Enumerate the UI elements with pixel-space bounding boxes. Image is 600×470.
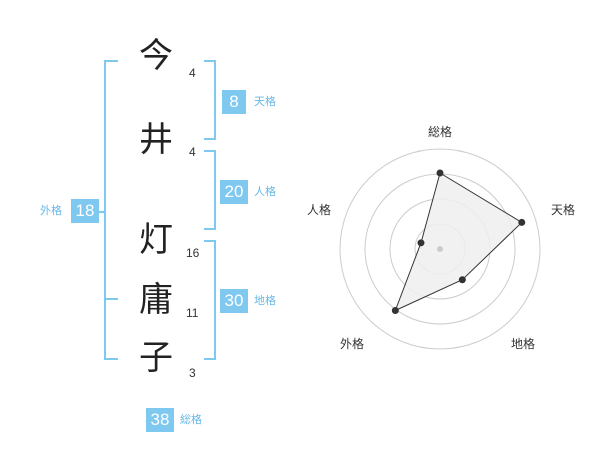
chikaku-label: 地格 (254, 294, 276, 307)
radar-axis-label-tenkaku: 天格 (551, 203, 576, 217)
stroke-count-4: 11 (186, 306, 199, 320)
stroke-count-5: 3 (189, 366, 196, 380)
radar-polygon (394, 172, 523, 312)
gaikaku-label: 外格 (40, 204, 62, 217)
radar-point-3 (458, 276, 466, 284)
radar-axis-label-chikaku: 地格 (511, 337, 536, 351)
stroke-count-1: 4 (189, 66, 196, 80)
radar-center-dot (437, 246, 443, 252)
tenkaku-bracket (204, 60, 216, 140)
gaikaku-bracket-tick (104, 298, 118, 300)
name-char-3: 灯 (139, 220, 173, 260)
jinkaku-bracket (204, 150, 216, 230)
stroke-count-3: 16 (186, 246, 200, 260)
soukaku-value: 38 (146, 408, 174, 432)
name-char-2: 井 (139, 120, 173, 160)
radar-axis-label-gaikaku: 外格 (340, 337, 365, 351)
radar-point-4 (391, 306, 399, 314)
gaikaku-value: 18 (71, 199, 99, 223)
name-char-5: 子 (139, 338, 173, 378)
soukaku-label: 総格 (180, 413, 202, 426)
stroke-count-2: 4 (189, 145, 196, 159)
radar-axis-label-jinkaku: 人格 (307, 203, 332, 217)
radar-axis-label-soukaku: 総格 (428, 125, 453, 139)
jinkaku-value: 20 (220, 180, 248, 204)
chikaku-value: 30 (220, 289, 248, 313)
gaikaku-bracket-connector (98, 211, 106, 213)
radar-point-2 (518, 218, 526, 226)
tenkaku-value: 8 (222, 90, 246, 114)
tenkaku-label: 天格 (254, 95, 276, 108)
chikaku-bracket (204, 240, 216, 360)
gaikaku-bracket (104, 60, 118, 360)
radar-point-1 (436, 169, 444, 177)
radar-point-5 (417, 239, 425, 247)
name-char-4: 庸 (139, 280, 173, 320)
radar-ring-4 (339, 148, 541, 350)
jinkaku-label: 人格 (254, 185, 276, 198)
name-char-1: 今 (139, 36, 173, 76)
